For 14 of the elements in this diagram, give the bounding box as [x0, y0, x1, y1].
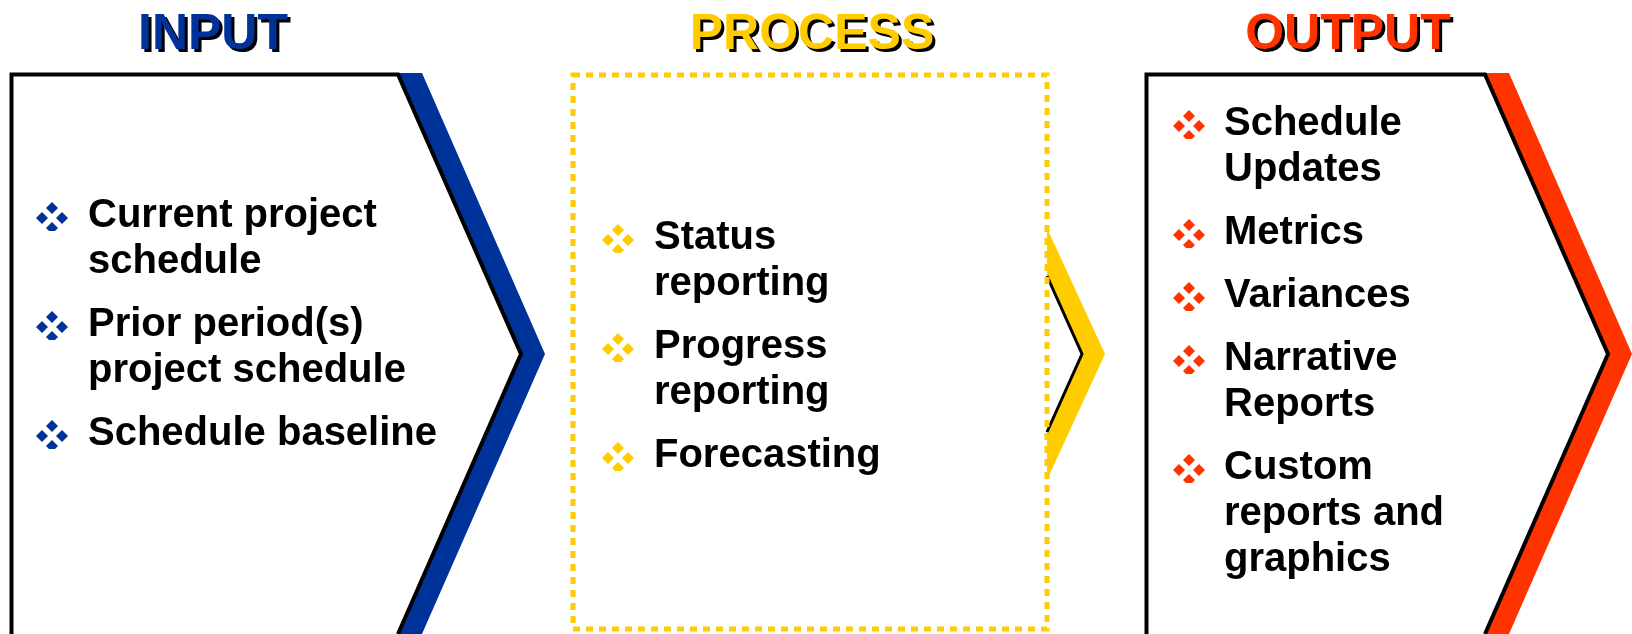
list-item: Forecasting — [654, 431, 881, 475]
list-item: Variances — [1224, 271, 1411, 315]
column-heading: PROCESS — [689, 4, 935, 60]
list-item: Status reporting — [654, 213, 830, 303]
column-heading: OUTPUT — [1245, 4, 1451, 60]
list-item: Prior period(s) project schedule — [88, 300, 406, 390]
list-item: Progress reporting — [654, 322, 830, 412]
list-item: Schedule baseline — [88, 409, 438, 453]
column-heading: INPUT — [138, 4, 288, 60]
list-item: Custom reports and graphics — [1224, 443, 1445, 579]
list-item: Narrative Reports — [1224, 334, 1398, 424]
list-item: Schedule Updates — [1224, 99, 1402, 189]
list-item: Current project schedule — [88, 191, 377, 281]
list-item: Metrics — [1224, 208, 1365, 252]
